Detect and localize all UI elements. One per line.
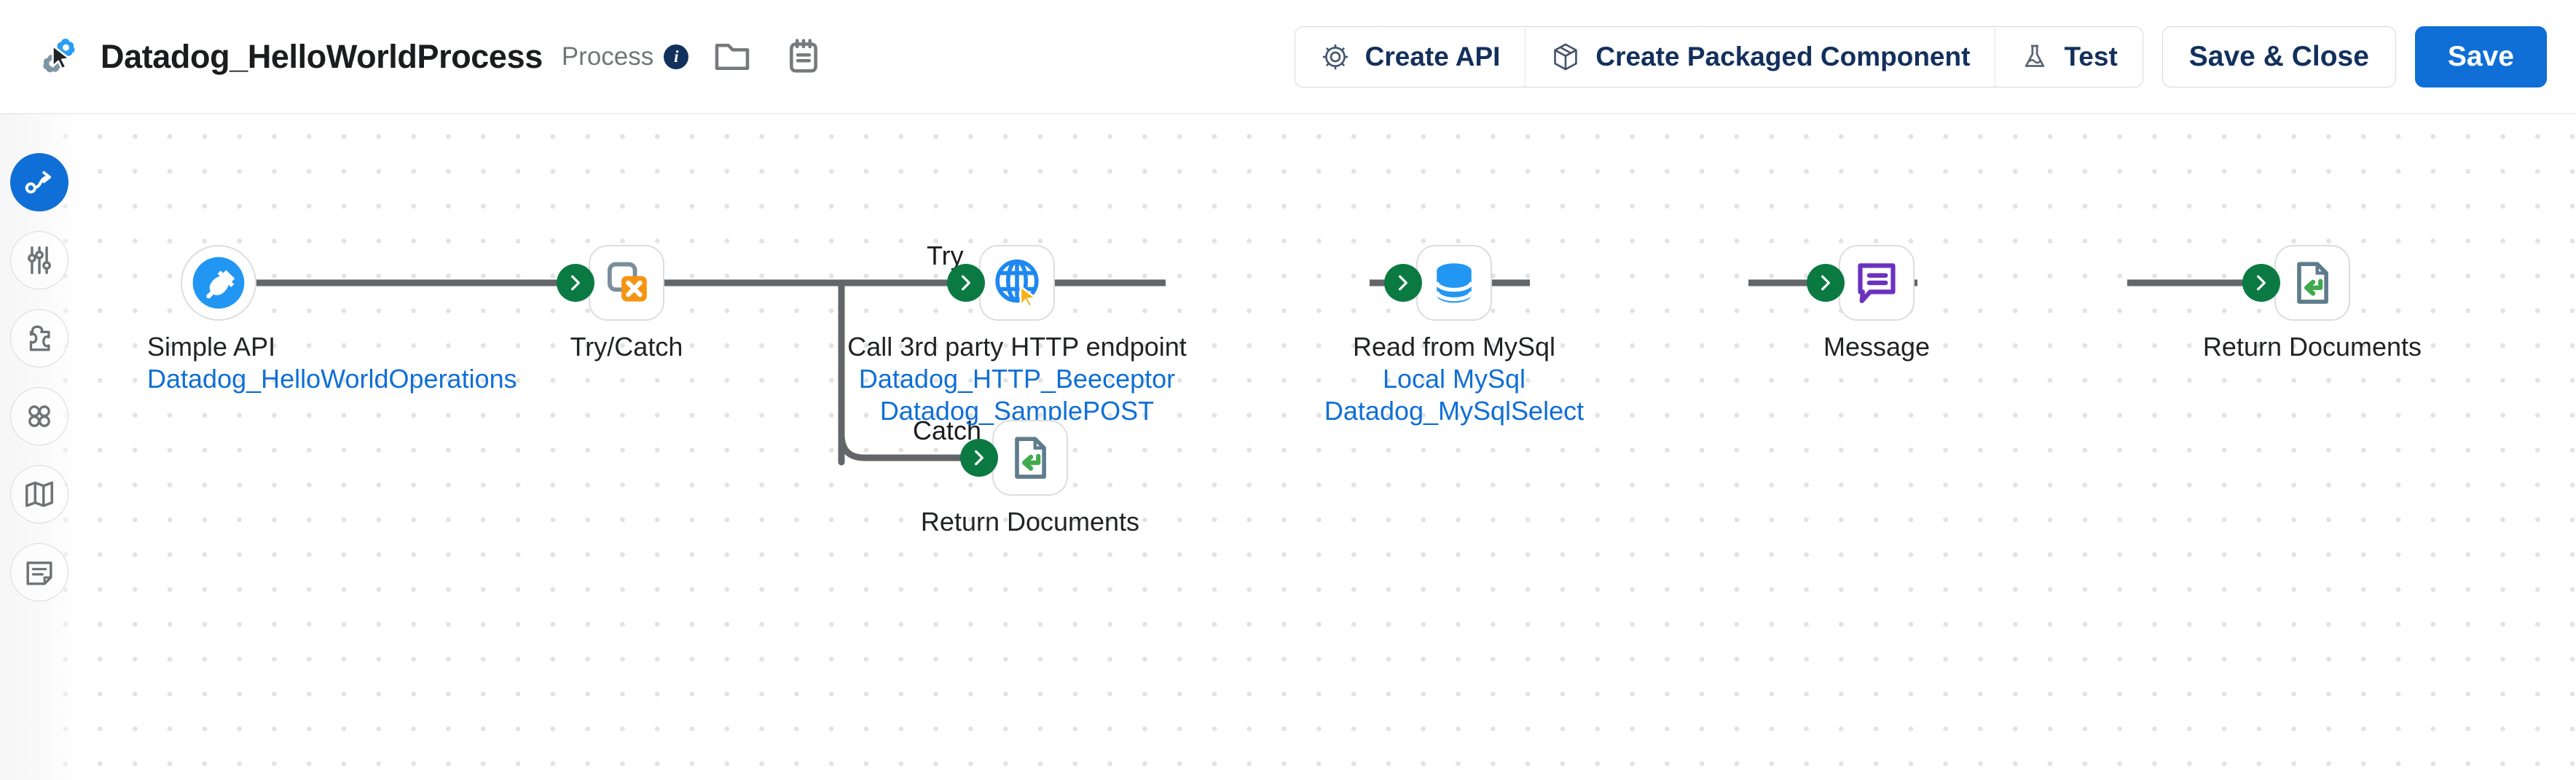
node-subtitle[interactable]: Datadog_MySqlSelect: [1324, 395, 1585, 426]
header-button-group: Create API Create Packaged Component: [1294, 26, 2143, 87]
node-simple-api-shape[interactable]: [181, 245, 256, 321]
flow-diagram: Try Catch Simple API Datadog_HelloWorldO…: [0, 114, 2576, 780]
sliders-icon: [28, 246, 51, 274]
node-try-catch-caption: Try/Catch: [570, 331, 683, 363]
flow-arrow-icon: [25, 171, 52, 194]
app-header: Datadog_HelloWorldProcess Process i: [0, 0, 2576, 114]
header-left-section: Datadog_HelloWorldProcess Process i: [0, 29, 831, 85]
chevron-right-icon: [1821, 275, 1830, 291]
chevron-right-icon: [571, 275, 580, 291]
node-http-endpoint[interactable]: Call 3rd party HTTP endpoint Datadog_HTT…: [847, 245, 1187, 426]
node-subtitle[interactable]: Local MySql: [1382, 363, 1526, 394]
sidebar-item-notes[interactable]: [10, 543, 68, 601]
database-icon: [1434, 263, 1474, 303]
map-icon: [25, 481, 53, 507]
node-title: Read from MySql: [1352, 332, 1556, 362]
node-read-mysql-shape[interactable]: [1416, 245, 1492, 321]
node-try-catch-shape[interactable]: [589, 245, 664, 321]
node-title: Return Documents: [2202, 332, 2422, 362]
folder-icon: [715, 43, 750, 70]
plug-icon: [192, 257, 245, 309]
node-read-mysql-caption: Read from MySql Local MySql Datadog_MySq…: [1324, 331, 1584, 427]
sidebar-item-properties[interactable]: [10, 231, 68, 289]
connector-arrow-chip[interactable]: [947, 264, 985, 302]
document-type-label: Process: [561, 42, 654, 71]
flask-icon: [2025, 44, 2045, 67]
info-icon[interactable]: i: [664, 44, 689, 69]
node-return-documents-catch[interactable]: Return Documents: [921, 420, 1139, 537]
document-note-icon: [26, 561, 52, 585]
notes-button[interactable]: [776, 29, 831, 85]
node-title: Message: [1823, 332, 1931, 362]
page-title: Datadog_HelloWorldProcess: [101, 37, 543, 75]
test-button[interactable]: Test: [1995, 26, 2143, 87]
node-return-documents-main-caption: Return Documents: [2203, 331, 2422, 363]
node-http-endpoint-shape[interactable]: [979, 245, 1055, 321]
node-subtitle[interactable]: Datadog_HelloWorldOperations: [147, 363, 517, 394]
sidebar-item-map[interactable]: [10, 465, 68, 523]
node-http-endpoint-caption: Call 3rd party HTTP endpoint Datadog_HTT…: [847, 331, 1187, 427]
create-packaged-component-label: Create Packaged Component: [1595, 41, 1971, 71]
node-title: Simple API: [147, 332, 276, 362]
left-toolbar: [0, 114, 79, 780]
notepad-icon: [790, 38, 818, 73]
sidebar-item-flow[interactable]: [10, 153, 68, 211]
node-message-caption: Message: [1823, 331, 1930, 363]
puzzle-icon: [29, 325, 50, 351]
folder-button[interactable]: [704, 29, 760, 85]
node-message[interactable]: Message: [1807, 245, 1930, 362]
boomi-logo-icon: [43, 38, 75, 72]
globe-cursor-icon: [995, 259, 1039, 309]
create-api-button[interactable]: Create API: [1295, 26, 1526, 87]
node-subtitle[interactable]: Datadog_HTTP_Beeceptor: [858, 363, 1176, 394]
node-read-mysql[interactable]: Read from MySql Local MySql Datadog_MySq…: [1324, 245, 1584, 426]
node-message-shape[interactable]: [1839, 245, 1915, 321]
return-document-icon: [1015, 437, 1046, 479]
connector-arrow-chip[interactable]: [557, 264, 594, 302]
try-catch-icon: [607, 262, 647, 302]
node-return-documents-main-shape[interactable]: [2274, 245, 2350, 321]
save-and-close-button[interactable]: Save & Close: [2161, 26, 2396, 87]
node-title: Call 3rd party HTTP endpoint: [847, 332, 1187, 362]
cursor-arrow-icon: [1019, 284, 1039, 309]
connector-arrow-chip[interactable]: [1807, 264, 1845, 302]
connector-arrow-chip[interactable]: [2242, 264, 2280, 302]
node-title: Return Documents: [920, 507, 1140, 537]
chevron-right-icon: [2257, 275, 2266, 291]
connector-arrow-chip[interactable]: [1384, 264, 1422, 302]
create-packaged-component-button[interactable]: Create Packaged Component: [1525, 26, 1996, 87]
sidebar-item-extensions[interactable]: [10, 309, 68, 367]
node-try-catch[interactable]: Try/Catch: [557, 245, 683, 362]
mouse-cursor-icon: [52, 44, 71, 70]
four-circles-icon: [28, 405, 50, 427]
node-title: Try/Catch: [570, 332, 683, 362]
chevron-right-icon: [1399, 275, 1407, 291]
node-return-documents-catch-caption: Return Documents: [921, 506, 1139, 538]
node-simple-api-caption: Simple API Datadog_HelloWorldOperations: [147, 331, 517, 395]
connector-wires: [256, 279, 2273, 466]
node-return-documents-main[interactable]: Return Documents: [2203, 245, 2422, 362]
header-actions: Create API Create Packaged Component: [1294, 26, 2576, 87]
node-simple-api[interactable]: Simple API Datadog_HelloWorldOperations: [147, 245, 517, 394]
message-bubble-icon: [1858, 263, 1896, 303]
create-api-label: Create API: [1364, 41, 1501, 71]
package-box-icon: [1554, 43, 1578, 70]
node-return-documents-catch-shape[interactable]: [992, 420, 1068, 496]
gear-icon: [1322, 44, 1348, 69]
test-label: Test: [2064, 41, 2118, 71]
sidebar-item-components[interactable]: [10, 387, 68, 445]
save-button[interactable]: Save: [2414, 26, 2547, 87]
return-document-icon: [2297, 262, 2328, 304]
connector-arrow-chip[interactable]: [960, 439, 998, 477]
chevron-right-icon: [962, 275, 970, 291]
chevron-right-icon: [975, 450, 983, 466]
